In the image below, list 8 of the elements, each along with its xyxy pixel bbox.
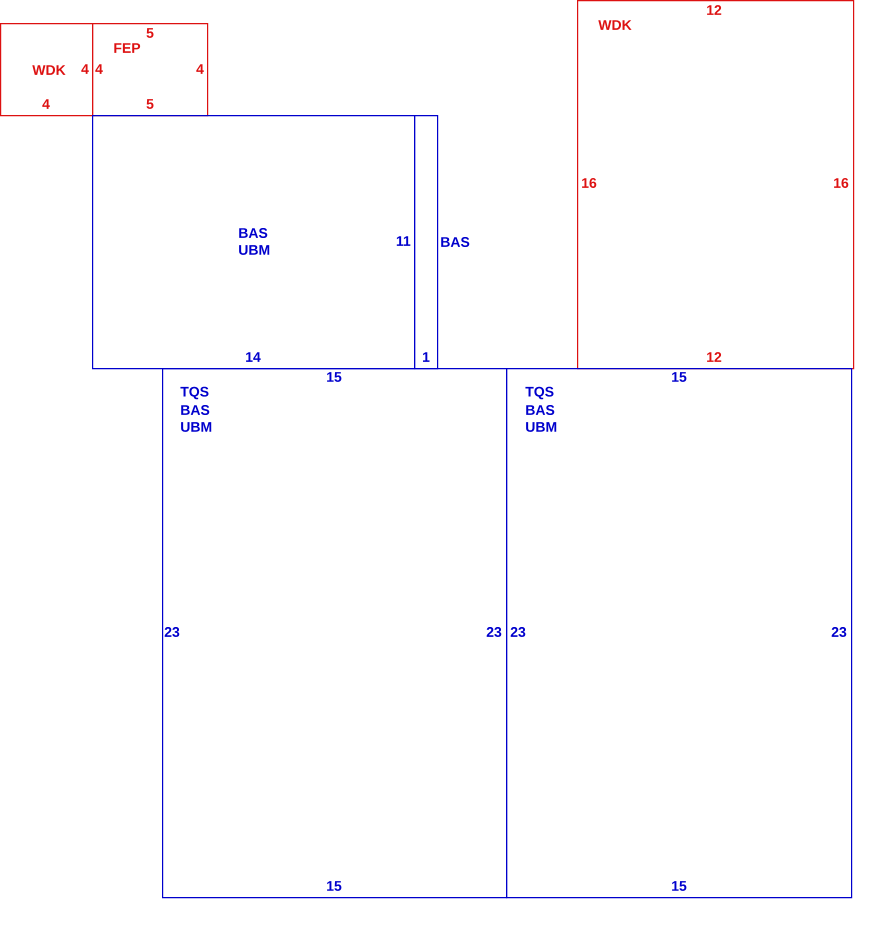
room-box: TQS BAS UBM 15 23 23 15 bbox=[162, 368, 508, 898]
room-box: TQS BAS UBM 15 23 23 15 bbox=[506, 368, 852, 898]
room-box: FEP 5 4 4 5 bbox=[92, 23, 208, 116]
room-box: BAS UBM 11 14 bbox=[92, 115, 416, 370]
room-box: WDK 12 16 16 12 bbox=[577, 0, 854, 370]
room-box: BAS 1 bbox=[414, 115, 470, 370]
room-box: WDK 4 4 bbox=[0, 23, 94, 116]
node-label: BAS bbox=[441, 237, 470, 247]
